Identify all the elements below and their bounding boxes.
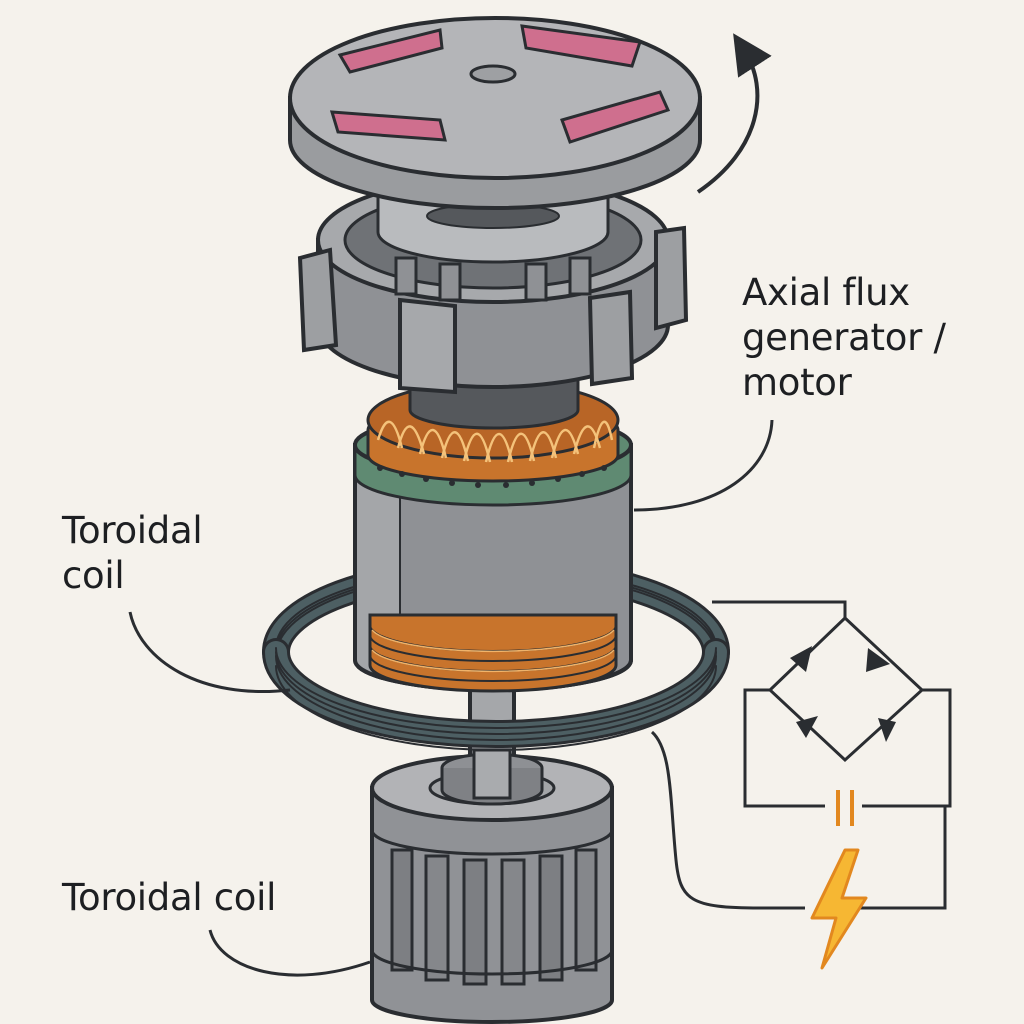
capacitor-icon (836, 790, 854, 826)
label-toroidal-coil-middle: Toroidal coil (62, 508, 203, 598)
lightning-bolt-icon (810, 848, 868, 970)
label-axial-flux: Axial flux generator / motor (742, 270, 946, 405)
toroidal-ring-front (262, 638, 730, 751)
rotor-hub (376, 188, 610, 264)
label-axial-flux-line2: generator / (742, 316, 946, 359)
lower-copper-winding (368, 613, 618, 693)
rectifier-circuit (650, 600, 952, 910)
label-toroidal-coil-middle-line1: Toroidal (62, 509, 203, 552)
label-axial-flux-line3: motor (742, 361, 852, 404)
label-axial-flux-line1: Axial flux (742, 271, 910, 314)
diode-icon (790, 646, 896, 742)
label-toroidal-coil-bottom: Toroidal coil (62, 875, 276, 920)
coil-ribs (390, 848, 598, 986)
label-toroidal-coil-bottom-text: Toroidal coil (62, 876, 277, 919)
rotation-arrow-icon (696, 33, 772, 194)
magnet-segments (329, 24, 671, 144)
label-toroidal-coil-middle-line2: coil (62, 554, 125, 597)
leader-lines (128, 419, 774, 977)
rotor-disc (288, 16, 702, 210)
